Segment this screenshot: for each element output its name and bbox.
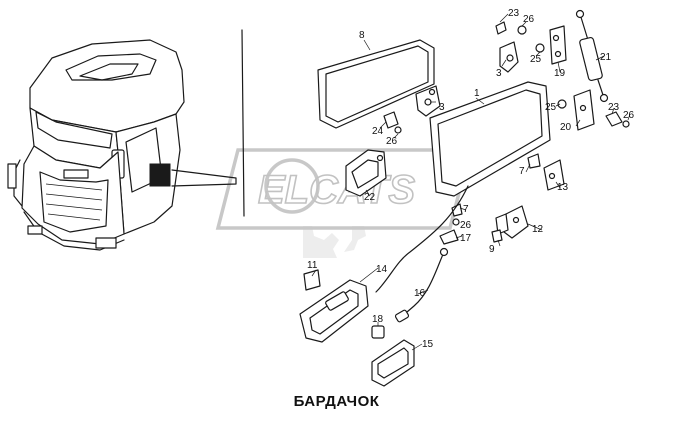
part-26-washer-right [622, 120, 630, 128]
callout-3-hinge: 3 [439, 102, 445, 113]
part-25-nut-right [557, 99, 567, 109]
part-3-hinge [415, 85, 441, 117]
callout-3-upper: 3 [496, 68, 502, 79]
callout-leaders [311, 13, 631, 351]
callout-21: 21 [600, 52, 612, 63]
callout-labels: 8 1 3 3 7 7 9 11 12 13 14 15 16 17 18 19… [307, 8, 635, 350]
diagram-caption: БАРДАЧОК [293, 393, 380, 410]
part-23-bolt-right [605, 111, 623, 127]
part-19-bracket [549, 25, 567, 65]
callout-19: 19 [554, 68, 566, 79]
callout-24: 24 [372, 126, 384, 137]
part-18-bushing [371, 325, 385, 339]
callout-12: 12 [532, 224, 544, 235]
part-16-rod [399, 251, 445, 319]
part-24-screw [383, 111, 399, 129]
truck-cab [7, 39, 185, 251]
part-15-trim [371, 339, 415, 387]
part-9-screw [491, 229, 503, 243]
part-13-striker [543, 159, 565, 191]
callout-14: 14 [376, 264, 388, 275]
part-8-frame-seal [317, 39, 435, 129]
callout-23-right: 23 [608, 102, 620, 113]
callout-26-lower: 26 [460, 220, 472, 231]
callout-25-right: 25 [545, 102, 557, 113]
callout-7-lower: 7 [463, 204, 469, 215]
callout-1: 1 [474, 88, 480, 99]
part-7-clip-upper [527, 153, 541, 169]
part-17-bracket [439, 229, 459, 245]
callout-16: 16 [414, 288, 426, 299]
callout-25-upper: 25 [530, 54, 542, 65]
divider-line [241, 29, 245, 217]
callout-22: 22 [364, 192, 376, 203]
callout-18: 18 [372, 314, 384, 325]
detail-leader [171, 169, 237, 187]
callout-15: 15 [422, 339, 434, 350]
callout-8: 8 [359, 30, 365, 41]
watermark-logo: ELCATS [215, 148, 473, 258]
part-25-nut-top [535, 43, 545, 53]
callout-9: 9 [489, 244, 495, 255]
part-1-lid [429, 81, 551, 197]
callout-23-upper: 23 [508, 8, 520, 19]
callout-7-upper: 7 [519, 166, 525, 177]
watermark-text: ELCATS [258, 168, 415, 212]
part-26-washer-lower [452, 218, 460, 226]
part-22-latch [345, 149, 387, 197]
callout-17: 17 [460, 233, 472, 244]
callout-26-left: 26 [386, 136, 398, 147]
part-12-lock [495, 205, 529, 239]
part-21-gas-strut [575, 9, 609, 103]
callout-20: 20 [560, 122, 572, 133]
part-26-washer-left [394, 126, 402, 134]
callout-11: 11 [307, 260, 318, 271]
part-14-cable [375, 185, 469, 293]
part-20-bracket [573, 89, 595, 131]
callout-26-right: 26 [623, 110, 635, 121]
part-11-clip [303, 269, 321, 291]
part-14-handle [299, 279, 369, 343]
part-3-bracket [495, 21, 527, 73]
callout-26-upper: 26 [523, 14, 535, 25]
callout-13: 13 [557, 182, 569, 193]
